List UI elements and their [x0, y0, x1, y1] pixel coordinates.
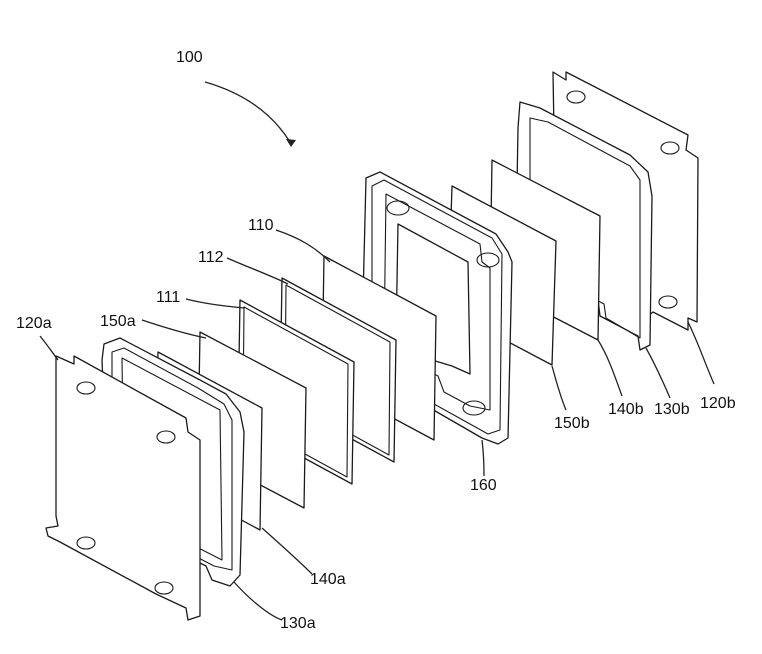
label-150b: 150b — [554, 415, 590, 432]
label-140a: 140a — [310, 571, 346, 588]
label-150a: 150a — [100, 313, 136, 330]
label-112: 112 — [198, 249, 224, 266]
label-130b: 130b — [654, 401, 690, 418]
label-160: 160 — [470, 477, 497, 494]
label-120a: 120a — [16, 315, 52, 332]
label-111: 111 — [156, 289, 180, 306]
label-130a: 130a — [280, 615, 316, 632]
label-140b: 140b — [608, 401, 644, 418]
label-120b: 120b — [700, 395, 736, 412]
arrowhead — [286, 139, 296, 147]
label-100: 100 — [176, 49, 203, 66]
label-110: 110 — [248, 217, 274, 234]
